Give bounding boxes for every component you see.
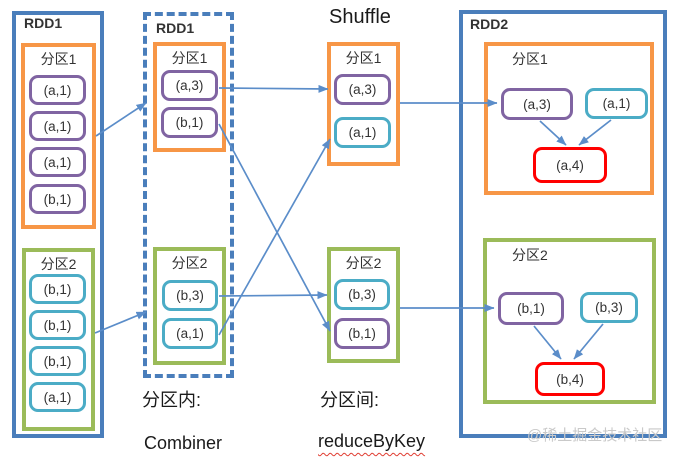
combiner-caption-cn: 分区内: bbox=[142, 390, 202, 410]
rdd1-box bbox=[12, 11, 104, 438]
rdd2-partition2-box bbox=[483, 238, 656, 404]
node-rdd2-p1-input-1: (a,1) bbox=[585, 88, 648, 119]
node-rdd1-p1-2: (a,1) bbox=[29, 147, 86, 177]
node-rdd1-p1-0: (a,1) bbox=[29, 75, 86, 105]
rdd1-partition2-label: 分区2 bbox=[40, 256, 77, 272]
flow-arrow bbox=[218, 138, 331, 336]
rdd2-partition1-label: 分区1 bbox=[512, 51, 548, 67]
shuffle-title: Shuffle bbox=[329, 6, 391, 28]
watermark: @稀土掘金技术社区 bbox=[527, 427, 663, 444]
rdd2-box bbox=[459, 10, 667, 438]
node-combiner-p2-1: (a,1) bbox=[162, 318, 218, 349]
node-shuffle-p2-0: (b,3) bbox=[334, 279, 390, 310]
combiner-partition1-box bbox=[153, 42, 226, 152]
node-rdd2-p1-input-0: (a,3) bbox=[501, 88, 573, 120]
rdd1-partition1-label: 分区1 bbox=[40, 51, 77, 67]
rdd1-partition1-box bbox=[21, 43, 96, 229]
node-shuffle-p1-1: (a,1) bbox=[334, 117, 391, 148]
combiner-caption-en: Combiner bbox=[144, 433, 223, 453]
shuffle-caption-cn: 分区间: bbox=[320, 390, 380, 410]
node-shuffle-p2-1: (b,1) bbox=[334, 318, 390, 349]
node-combiner-p1-0: (a,3) bbox=[161, 70, 218, 101]
node-rdd1-p1-3: (b,1) bbox=[29, 184, 86, 214]
shuffle-partition1-box bbox=[327, 42, 400, 166]
combiner-partition2-label: 分区2 bbox=[171, 255, 208, 271]
node-rdd1-p2-1: (b,1) bbox=[29, 310, 86, 340]
node-combiner-p2-0: (b,3) bbox=[162, 280, 218, 311]
flow-arrow bbox=[218, 84, 329, 93]
node-rdd1-p2-3: (a,1) bbox=[29, 382, 86, 412]
rdd1-partition2-box bbox=[22, 248, 95, 431]
node-combiner-p1-1: (b,1) bbox=[161, 107, 218, 138]
node-rdd1-p2-2: (b,1) bbox=[29, 346, 86, 376]
rdd2-title: RDD2 bbox=[470, 16, 509, 32]
node-rdd2-p1-result: (a,4) bbox=[533, 147, 607, 183]
combiner-partition1-label: 分区1 bbox=[171, 50, 208, 66]
shuffle-partition2-label: 分区2 bbox=[345, 255, 382, 271]
shuffle-caption-en: reduceByKey bbox=[318, 431, 426, 451]
rdd2-partition1-box bbox=[484, 42, 654, 195]
flow-arrow bbox=[218, 123, 331, 332]
node-rdd1-p1-1: (a,1) bbox=[29, 111, 86, 141]
rdd1-title: RDD1 bbox=[24, 15, 63, 31]
flow-arrow bbox=[218, 291, 328, 300]
shuffle-partition1-label: 分区1 bbox=[345, 50, 382, 66]
node-rdd1-p2-0: (b,1) bbox=[29, 274, 86, 304]
combiner-rdd1-title: RDD1 bbox=[156, 20, 195, 36]
node-rdd2-p2-input-0: (b,1) bbox=[498, 292, 564, 325]
node-rdd2-p2-result: (b,4) bbox=[535, 362, 605, 396]
node-rdd2-p2-input-1: (b,3) bbox=[580, 292, 638, 323]
node-shuffle-p1-0: (a,3) bbox=[334, 74, 391, 105]
rdd2-partition2-label: 分区2 bbox=[512, 247, 548, 263]
